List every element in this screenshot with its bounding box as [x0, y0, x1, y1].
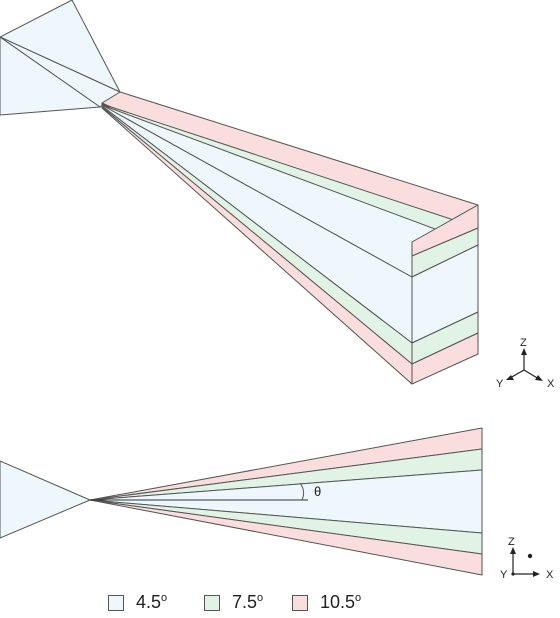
theta-label: θ [314, 484, 321, 499]
legend-swatch [108, 595, 124, 611]
band-outer-lower [89, 499, 483, 576]
axis-label-z-top: Z [520, 337, 527, 349]
legend-swatch [204, 595, 220, 611]
legend-label: 10.5o [320, 592, 362, 612]
legend-label: 4.5o [136, 592, 168, 612]
legend-swatch [292, 595, 308, 611]
side-view [0, 427, 483, 576]
feed-pyramid-front [0, 36, 101, 116]
axis-label-z-bottom: Z [508, 536, 515, 548]
axis-label-y-top: Y [496, 378, 504, 390]
angle-arc [299, 482, 305, 501]
axis-triad-bottom [510, 547, 540, 577]
axis-label-x-top: X [547, 378, 555, 390]
legend: 4.5o 7.5o 10.5o [108, 592, 508, 618]
aperture-outer-lower [411, 332, 479, 385]
axis-triad-top [506, 348, 543, 381]
feed-triangle [0, 460, 91, 539]
axis-label-x-bottom: X [546, 569, 554, 581]
axis-label-y-bottom: Y [500, 569, 508, 581]
legend-label: 7.5o [232, 592, 264, 612]
isometric-view [0, 0, 479, 385]
